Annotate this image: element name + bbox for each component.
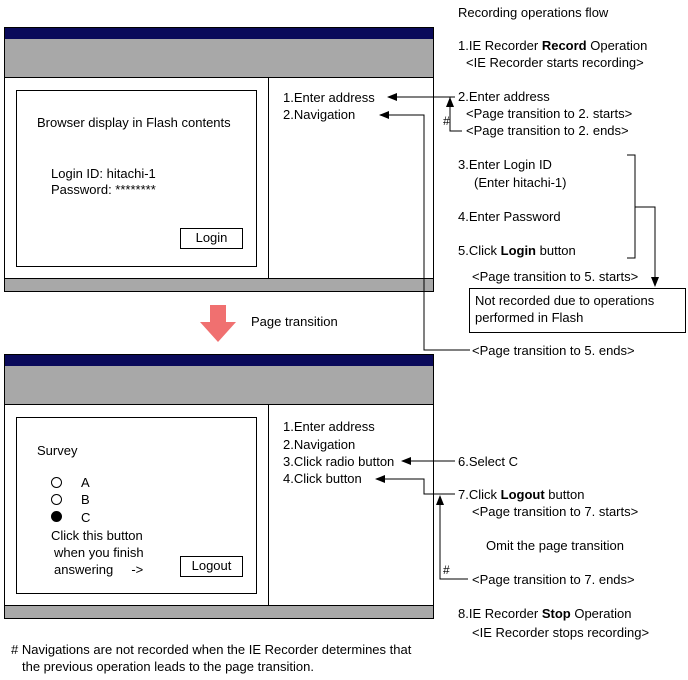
flow-step-2-end: <Page transition to 2. ends>: [466, 123, 629, 138]
op-list-item: 1.Enter address: [283, 90, 375, 105]
flow-step-6: 6.Select C: [458, 454, 518, 469]
page-transition-label: Page transition: [251, 314, 338, 329]
status-bar: [5, 605, 433, 618]
op-list-item: 2.Navigation: [283, 437, 356, 452]
flow-step-2: 2.Enter address: [458, 89, 550, 104]
radio-label: C: [81, 510, 91, 525]
connector-line: [436, 495, 468, 580]
radio-option-a[interactable]: [51, 477, 62, 488]
op-list-item: 2.Navigation: [283, 107, 356, 122]
op-list-item: 1.Enter address: [283, 419, 375, 434]
survey-title: Survey: [37, 443, 78, 458]
flow-step-4: 4.Enter Password: [458, 209, 561, 224]
connector-line: [449, 97, 462, 132]
instruction-text: answering ->: [54, 562, 144, 577]
flow-step-8-sub: <IE Recorder stops recording>: [472, 625, 650, 640]
flash-content-title: Browser display in Flash contents: [37, 115, 231, 130]
op-list-item: 4.Click button: [283, 471, 362, 486]
bracket: [627, 154, 636, 259]
radio-option-b[interactable]: [51, 494, 62, 505]
logout-button[interactable]: Logout: [180, 556, 243, 577]
flow-step-5-end: <Page transition to 5. ends>: [472, 343, 635, 358]
flow-omit-note: Omit the page transition: [486, 538, 625, 553]
login-id-text: Login ID: hitachi-1: [51, 166, 156, 181]
hash-mark: #: [443, 114, 450, 128]
pane-divider: [268, 78, 269, 279]
password-text: Password: ********: [51, 182, 156, 197]
page-transition-arrow: [200, 305, 236, 342]
flow-step-2-start: <Page transition to 2. starts>: [466, 106, 633, 121]
connector-line: [379, 111, 470, 351]
op-list-item: 3.Click radio button: [283, 454, 395, 469]
not-recorded-note: Not recorded due to operations performed…: [469, 288, 686, 333]
title-bar: [5, 28, 433, 39]
hash-mark: #: [443, 563, 450, 577]
flow-step-7: 7.Click Logout button: [458, 487, 585, 502]
flow-step-8: 8.IE Recorder Stop Operation: [458, 606, 632, 621]
flow-step-7-start: <Page transition to 7. starts>: [472, 504, 639, 519]
flow-step-3: 3.Enter Login ID: [458, 157, 552, 172]
flow-step-1-sub: <IE Recorder starts recording>: [466, 55, 644, 70]
footnote-line: # Navigations are not recorded when the …: [11, 642, 412, 657]
flow-step-5-start: <Page transition to 5. starts>: [472, 269, 639, 284]
login-button[interactable]: Login: [180, 228, 243, 249]
radio-label: A: [81, 475, 90, 490]
status-bar: [5, 278, 433, 291]
footnote-line: the previous operation leads to the page…: [22, 659, 314, 674]
radio-option-c[interactable]: [51, 511, 62, 522]
title-bar: [5, 355, 433, 366]
flow-step-5: 5.Click Login button: [458, 243, 576, 258]
connector-line: [635, 206, 659, 287]
toolbar: [5, 39, 433, 78]
connector-line: [375, 475, 455, 495]
flow-step-3-sub: (Enter hitachi-1): [474, 175, 567, 190]
flow-step-7-end: <Page transition to 7. ends>: [472, 572, 635, 587]
toolbar: [5, 366, 433, 405]
flow-heading: Recording operations flow: [458, 5, 609, 20]
pane-divider: [268, 405, 269, 606]
flow-step-1: 1.IE Recorder Record Operation: [458, 38, 648, 53]
instruction-text: when you finish: [54, 545, 144, 560]
instruction-text: Click this button: [51, 528, 143, 543]
radio-label: B: [81, 492, 90, 507]
